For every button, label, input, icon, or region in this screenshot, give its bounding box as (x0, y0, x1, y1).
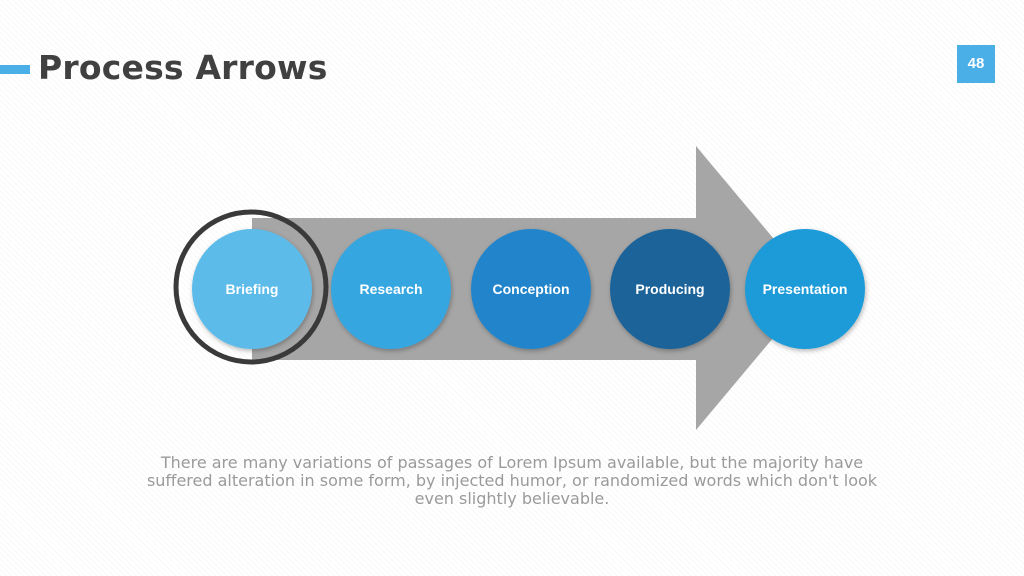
step-label: Briefing (226, 281, 279, 297)
step-label: Producing (635, 281, 704, 297)
step-research: Research (331, 229, 451, 349)
step-label: Research (359, 281, 422, 297)
step-label: Presentation (763, 281, 848, 297)
step-circle (331, 229, 451, 349)
title-accent-bar (0, 65, 30, 74)
page-number-badge: 48 (957, 45, 995, 83)
step-label: Conception (493, 281, 570, 297)
highlight-ring (173, 209, 329, 365)
step-circle (745, 229, 865, 349)
step-circle (610, 229, 730, 349)
step-producing: Producing (610, 229, 730, 349)
step-circle (471, 229, 591, 349)
step-conception: Conception (471, 229, 591, 349)
page-title: Process Arrows (38, 48, 328, 87)
body-paragraph: There are many variations of passages of… (146, 453, 878, 508)
step-circle (192, 229, 312, 349)
step-briefing: Briefing (192, 229, 312, 349)
step-presentation: Presentation (745, 229, 865, 349)
